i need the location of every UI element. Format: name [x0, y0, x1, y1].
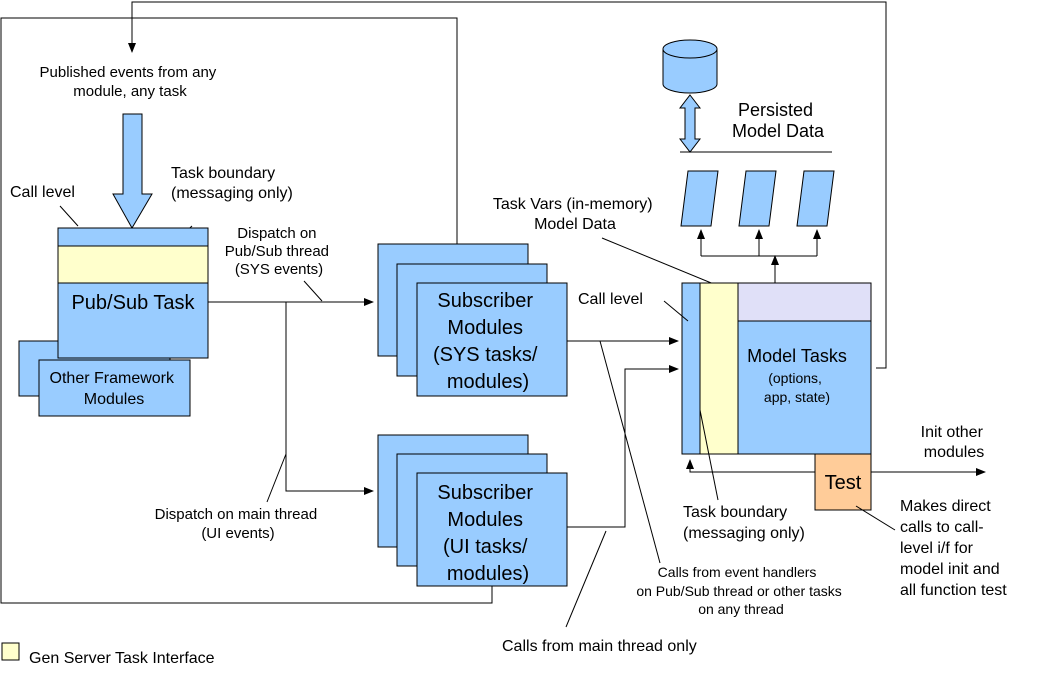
calls-from-ui-line — [567, 365, 679, 528]
calls-main-thread-label: Calls from main thread only — [502, 638, 697, 655]
legend-label: Gen Server Task Interface — [29, 650, 215, 667]
model-persisted-band — [737, 282, 872, 322]
test-to-model-line — [686, 459, 815, 473]
pubsub-task-label: Pub/Sub Task — [71, 292, 195, 314]
call-level-left-leader — [59, 205, 79, 227]
pubsub-gen-server-band — [57, 245, 209, 284]
published-events-label: Published events from any module, any ta… — [40, 64, 221, 100]
task-var-shape-2 — [738, 170, 777, 227]
calls-event-handlers-leader — [599, 340, 661, 564]
makes-direct-calls-leader — [855, 505, 896, 531]
persist-double-arrow — [678, 94, 702, 153]
dispatch-pubsub-leader — [303, 280, 323, 302]
task-boundary-right-label: Task boundary (messaging only) — [683, 504, 805, 542]
call-level-right-label: Call level — [578, 291, 643, 308]
init-other-modules-label: Init other modules — [921, 424, 988, 461]
subscriber-ui-front — [416, 472, 568, 587]
persisted-model-data-label: Persisted Model Data — [732, 100, 825, 141]
task-boundary-left-label: Task boundary (messaging only) — [171, 165, 293, 202]
subscriber-sys-front — [416, 282, 568, 397]
other-framework-front — [38, 359, 191, 417]
dispatch-main-leader — [266, 453, 287, 503]
call-level-left-label: Call level — [10, 184, 75, 201]
test-box — [814, 453, 872, 511]
calls-event-handlers-label: Calls from event handlers on Pub/Sub thr… — [636, 564, 845, 617]
dispatch-pubsub-label: Dispatch on Pub/Sub thread (SYS events) — [225, 225, 333, 278]
other-framework-label: Other Framework Modules — [50, 370, 179, 408]
main-thread-boundary — [0, 17, 493, 604]
model-tasks-label: Model Tasks — [747, 346, 847, 366]
test-label: Test — [825, 472, 862, 494]
feedback-line — [128, 1, 887, 369]
model-gen-server-band — [699, 282, 739, 455]
subscriber-ui-label: Subscriber Modules (UI tasks/ modules) — [437, 482, 538, 585]
incoming-events-arrow — [112, 113, 153, 230]
database-icon — [662, 39, 718, 94]
model-tasks-sublabel: (options, app, state) — [764, 370, 830, 405]
task-var-shape-1 — [680, 170, 719, 227]
call-level-right-leader — [663, 300, 689, 322]
task-boundary-right-leader — [699, 409, 719, 501]
subscriber-sys-label: Subscriber Modules (SYS tasks/ modules) — [433, 290, 543, 393]
task-vars-label: Task Vars (in-memory) Model Data — [493, 196, 657, 233]
task-var-shape-3 — [796, 170, 835, 227]
makes-direct-calls-label: Makes direct calls to call- level i/f fo… — [900, 498, 1007, 599]
dispatch-ui-line — [285, 302, 374, 495]
legend-swatch — [1, 642, 20, 661]
dispatch-main-label: Dispatch on main thread (UI events) — [155, 506, 322, 542]
calls-main-thread-leader — [565, 530, 607, 628]
